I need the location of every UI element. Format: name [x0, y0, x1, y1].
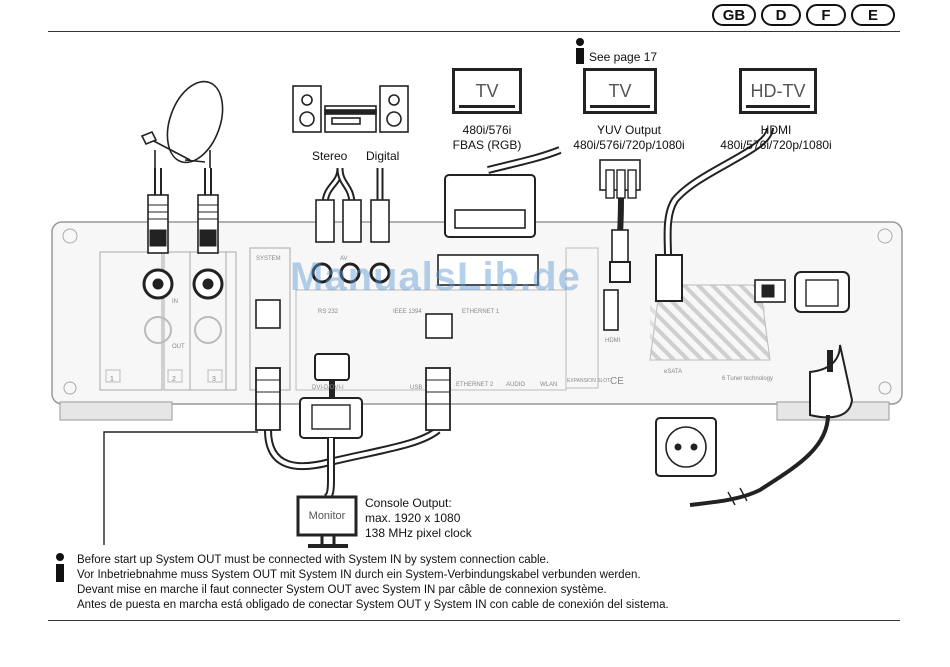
lang-badge-e: E	[851, 4, 895, 26]
digital-label: Digital	[366, 149, 400, 163]
console-output-line2: max. 1920 x 1080	[365, 511, 461, 525]
note-leader-line	[103, 431, 258, 545]
panel-label-ce: CE	[610, 376, 624, 387]
tv-left-line1: 480i/576i	[462, 123, 512, 137]
hdtv-line1: HDMI	[760, 123, 792, 137]
tv-left-line2: FBAS (RGB)	[452, 138, 522, 152]
panel-label-usb: USB	[410, 385, 423, 391]
stereo-label: Stereo	[312, 149, 348, 163]
panel-label-wlan: WLAN	[540, 382, 558, 388]
console-output-label: Console Output: max. 1920 x 1080 138 MHz…	[365, 496, 472, 541]
panel-label-system: SYSTEM	[256, 256, 281, 262]
panel-label-out: OUT	[172, 344, 185, 350]
top-rule	[48, 31, 900, 32]
panel-label-rs232: RS 232	[318, 309, 339, 315]
console-output-line1: Console Output:	[365, 496, 452, 510]
tv-screen-middle: TV	[583, 68, 657, 114]
console-output-line3: 138 MHz pixel clock	[365, 526, 472, 540]
panel-label-ethernet2: ETHERNET 2	[456, 382, 494, 388]
scart-cable	[437, 146, 562, 286]
bottom-rule	[48, 620, 900, 621]
satellite-dish	[140, 80, 224, 170]
note-fr: Devant mise en marche il faut connecter …	[77, 584, 607, 596]
tv-screen-left: TV	[452, 68, 522, 114]
yuv-cables	[599, 159, 641, 283]
note-de: Vor Inbetriebnahme muss System OUT mit S…	[77, 569, 641, 581]
tv-middle-label: YUV Output 480i/576i/720p/1080i	[566, 123, 692, 153]
tv-middle-line2: 480i/576i/720p/1080i	[573, 138, 685, 152]
panel-label-dvi: DVI-D/DVI-I	[312, 385, 344, 391]
hdtv-line2: 480i/576i/720p/1080i	[720, 138, 832, 152]
lang-badge-d: D	[761, 4, 801, 26]
hdtv-screen: HD-TV	[739, 68, 817, 114]
info-icon	[56, 38, 584, 582]
audio-cables	[311, 167, 391, 284]
see-page-label: See page 17	[589, 50, 658, 64]
startup-note: Before start up System OUT must be conne…	[77, 553, 669, 613]
panel-label-audio: AUDIO	[506, 382, 526, 388]
panel-label-expansion: EXPANSION SLOT	[567, 378, 611, 384]
panel-label-hdmi: HDMI	[605, 338, 621, 344]
slot-number-2: 2	[172, 376, 176, 383]
panel-label-in: IN	[172, 299, 178, 305]
coax-cables	[105, 168, 224, 383]
monitor-screen-label: Monitor	[308, 510, 346, 522]
stereo-system-icon	[292, 85, 409, 133]
panel-label-ieee1394: IEEE 1394	[393, 309, 422, 315]
hdtv-label: HDMI 480i/576i/720p/1080i	[712, 123, 840, 153]
panel-label-ethernet1: ETHERNET 1	[462, 309, 500, 315]
note-es: Antes de puesta en marcha está obligado …	[77, 599, 669, 611]
slot-number-1: 1	[110, 376, 114, 383]
watermark: ManualsLib.de	[290, 255, 581, 299]
slot-number-3: 3	[212, 376, 216, 383]
power-inlet	[655, 271, 854, 507]
monitor-icon	[296, 495, 358, 548]
lang-badge-gb: GB	[712, 4, 756, 26]
hdmi-cable	[603, 127, 774, 331]
lang-badge-f: F	[806, 4, 846, 26]
note-en: Before start up System OUT must be conne…	[77, 554, 550, 566]
panel-label-esata: eSATA	[664, 369, 683, 375]
vga-cable	[299, 353, 363, 502]
panel-label-av: AV	[340, 256, 348, 262]
panel-label-tuner: 6 Tuner technology	[722, 376, 774, 382]
tv-middle-line1: YUV Output	[596, 123, 662, 137]
tv-left-label: 480i/576i FBAS (RGB)	[440, 123, 534, 153]
